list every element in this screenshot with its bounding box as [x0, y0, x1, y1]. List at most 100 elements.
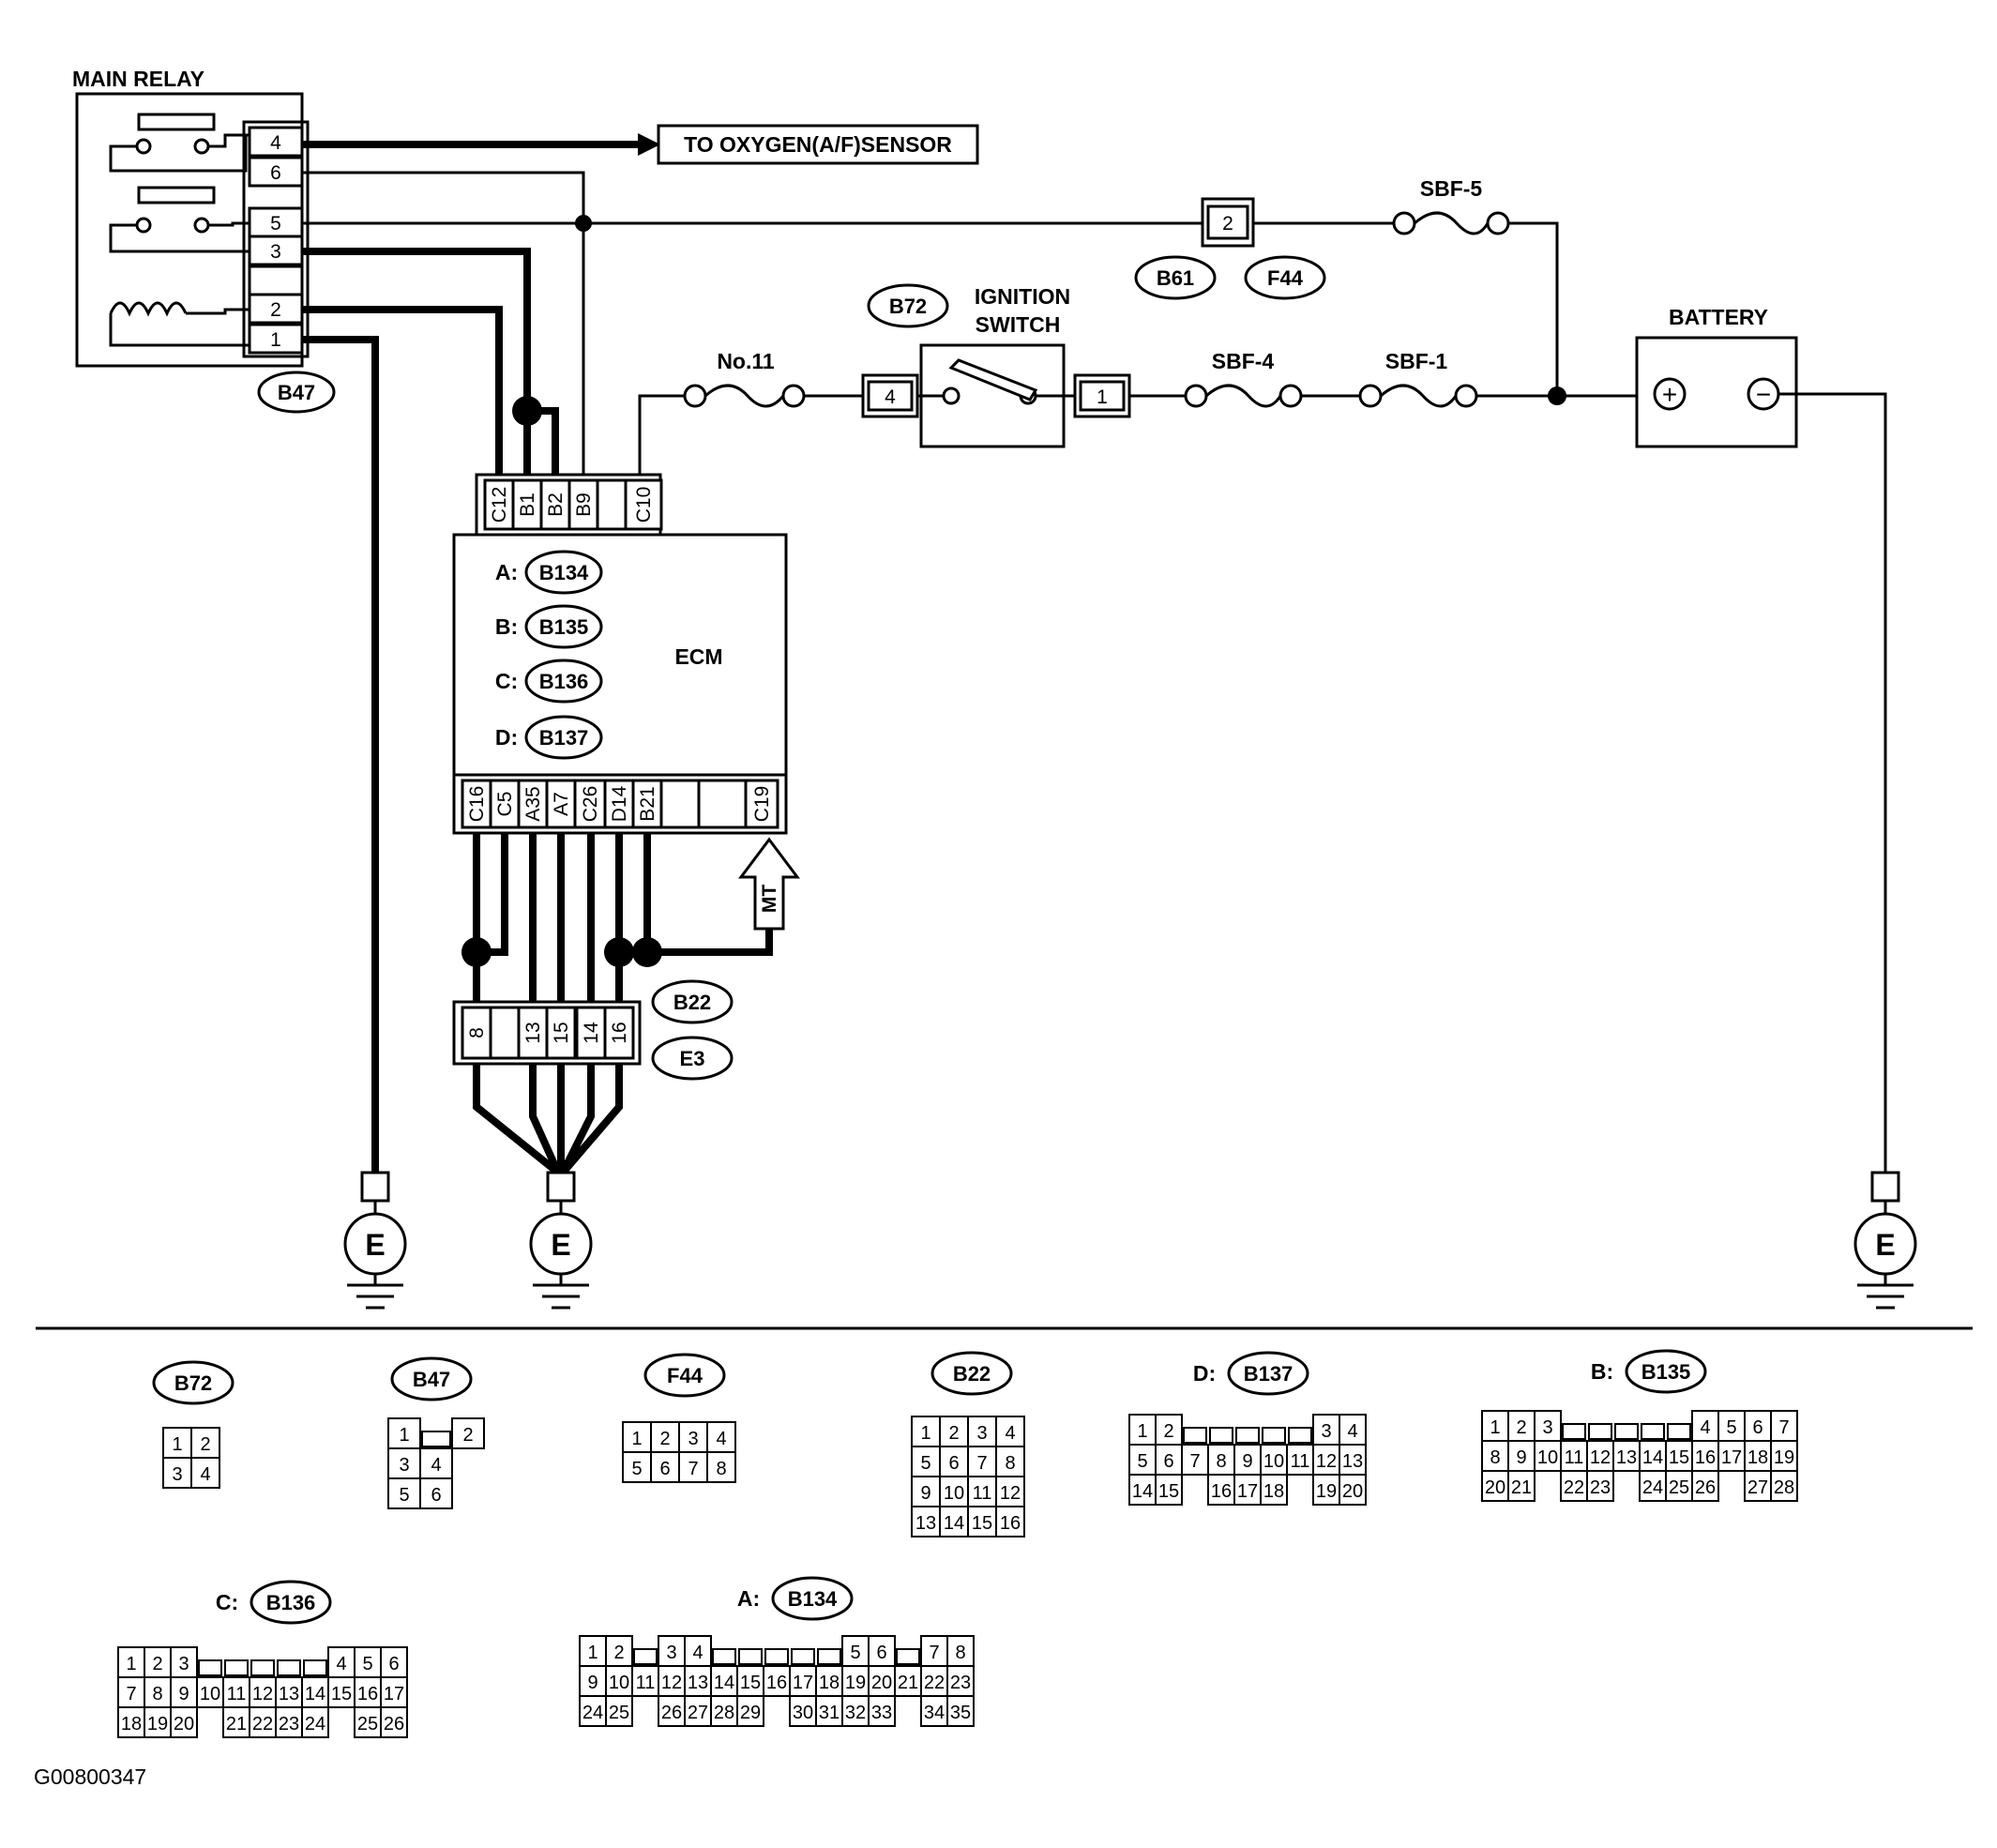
connector-cavity-number: 10: [1537, 1447, 1558, 1468]
ecm-bottom-pin-label: C16: [466, 786, 488, 823]
connector-cavity-number: 2: [200, 1434, 210, 1455]
connector-cavity-number: 1: [1490, 1417, 1500, 1438]
connector-cavity-number: 2: [152, 1654, 162, 1674]
connector-cavity: [1339, 1444, 1367, 1476]
ecm-bottom-pin-cell: [489, 779, 521, 829]
connector-cavity: [658, 1635, 686, 1667]
connector-cavity-number: 24: [305, 1714, 325, 1734]
connector-cavity: [710, 1665, 738, 1697]
connector-cavity-number: 17: [1237, 1481, 1258, 1502]
connector-cavity-number: 15: [972, 1513, 992, 1534]
view-b72-label: B72: [174, 1371, 212, 1395]
ecm-bottom-pin-cell: [631, 779, 663, 829]
ecm-connector-prefix: C:: [495, 669, 518, 693]
connector-cavity-number: 19: [147, 1714, 168, 1734]
view-c-b136-prefix: C:: [216, 1590, 238, 1614]
connector-cavity-number: 4: [692, 1643, 703, 1663]
sbf1-label: SBF-1: [1385, 349, 1448, 373]
wire-b21: [619, 833, 651, 956]
connector-cavity: [1770, 1470, 1798, 1502]
connector-cavity-number: 23: [279, 1714, 299, 1734]
connector-cavity-number: 3: [1321, 1421, 1331, 1442]
connector-cavity-number: 3: [688, 1429, 698, 1449]
connector-cavity: [117, 1676, 145, 1708]
connector-cavity-number: 15: [1669, 1447, 1689, 1468]
connector-cavity-number: 6: [1163, 1451, 1173, 1472]
ecm-bottom-pin-label: D14: [609, 785, 630, 822]
connector-cavity-number: 13: [688, 1673, 708, 1693]
connector-cavity-number: 6: [1752, 1417, 1763, 1438]
connector-cavity-number: 9: [587, 1673, 598, 1693]
connector-cavity-number: 14: [1132, 1481, 1153, 1502]
connector-cavity: [1691, 1440, 1719, 1472]
relay-pin-label: 3: [270, 241, 281, 263]
connector-cavity-number: 4: [1347, 1421, 1357, 1442]
relay-1-contact-b: [193, 138, 210, 155]
connector-cavity: [327, 1676, 356, 1708]
ecm-top-pin-cell: [596, 478, 628, 531]
connector-cavity-number: 15: [1158, 1481, 1179, 1502]
connector-cavity-number: 9: [178, 1684, 189, 1704]
connector-cavity: [1312, 1474, 1340, 1506]
connector-cavity-number: 3: [172, 1464, 182, 1485]
connector-cavity-number: 6: [431, 1485, 441, 1506]
view-a-b134-prefix: A:: [737, 1586, 760, 1611]
connector-cavity-number: 6: [659, 1459, 670, 1479]
connector-cavity: [868, 1665, 896, 1697]
connector-cavity-number: 27: [688, 1703, 708, 1723]
connector-cavity: [622, 1451, 652, 1483]
connector-cavity: [1691, 1470, 1719, 1502]
relay-coil: [109, 301, 188, 317]
joint-pin-cell: [603, 1006, 635, 1060]
wire-relay-2-c12: [302, 306, 503, 477]
splice-point-2: [512, 396, 542, 426]
b72-label: B72: [889, 295, 927, 318]
connector-cavity-number: 17: [793, 1673, 813, 1693]
joint-pin-cell: [545, 1006, 577, 1060]
connector-cavity: [710, 1695, 738, 1727]
ecm-connector-code: B134: [539, 561, 589, 584]
connector-cavity-number: 19: [1774, 1447, 1794, 1468]
connector-cavity: [911, 1446, 941, 1477]
ecm-top-pin-cell: [511, 478, 543, 531]
connector-cavity-number: 20: [871, 1673, 892, 1693]
relay-pin-label: 2: [270, 299, 281, 321]
oxygen-sensor-box: [657, 124, 979, 165]
connector-cavity: [380, 1676, 408, 1708]
connector-cavity: [1181, 1444, 1209, 1476]
connector-cavity-number: 3: [1542, 1417, 1552, 1438]
relay-2-armature: [137, 186, 216, 204]
connector-cavity: [1665, 1470, 1693, 1502]
ignition-switch-blade: [948, 358, 1038, 401]
connector-cavity-number: 8: [152, 1684, 162, 1704]
b47-label: B47: [278, 381, 315, 404]
connector-cavity: [894, 1665, 922, 1697]
connector-cavity-number: 8: [1490, 1447, 1500, 1468]
connector-cavity-number: 14: [944, 1513, 964, 1534]
connector-cavity: [162, 1457, 192, 1489]
connector-cavity-number: 14: [714, 1673, 734, 1693]
connector-cavity-number: 1: [399, 1425, 409, 1446]
connector-cavity: [631, 1665, 659, 1697]
connector-cavity: [354, 1706, 382, 1738]
ground-label: E: [1875, 1228, 1895, 1262]
connector-cavity: [920, 1635, 948, 1667]
connector-cavity-number: 2: [659, 1429, 670, 1449]
connector-cavity: [939, 1476, 969, 1507]
sbf5-label: SBF-5: [1420, 176, 1483, 201]
connector-cavity-number: 1: [172, 1434, 182, 1455]
connector-cavity: [1260, 1474, 1288, 1506]
connector-cavity-number: 17: [1721, 1447, 1742, 1468]
connector-cavity: [387, 1447, 421, 1479]
wire-c5: [477, 833, 508, 956]
connector-cavity: [967, 1506, 997, 1537]
wire-battery-ground: [1778, 392, 1887, 1173]
view-b22-label: B22: [953, 1362, 991, 1386]
joint-pin-cell: [489, 1006, 521, 1060]
connector-cavity: [1207, 1474, 1235, 1506]
ecm-bottom-pin-label: C26: [580, 786, 601, 823]
connector-cavity-number: 5: [920, 1453, 930, 1474]
b61-label: B61: [1157, 266, 1194, 290]
